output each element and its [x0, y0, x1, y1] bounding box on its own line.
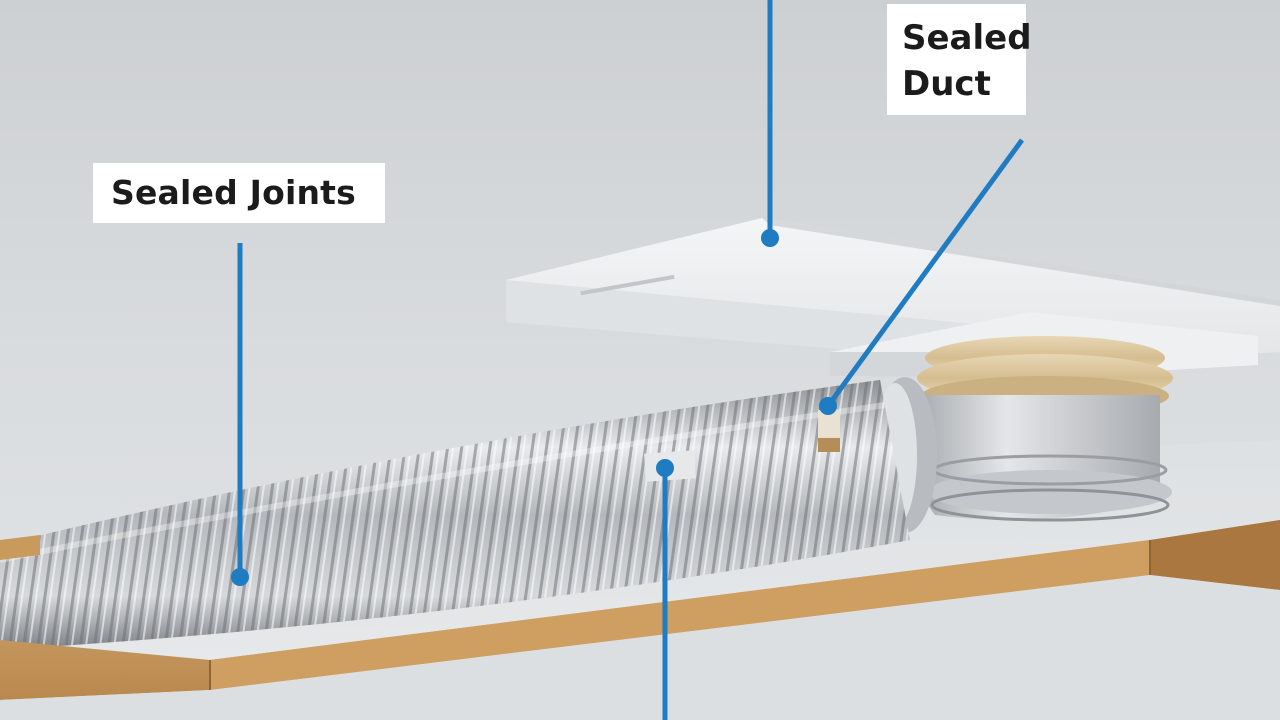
sealed-joints-label: Sealed Joints	[93, 163, 385, 223]
callout-dot-top	[761, 229, 779, 247]
sealed-duct-text-line1: Sealed	[902, 18, 1032, 58]
sealed-duct-text-line2: Duct	[902, 64, 991, 104]
sealed-joints-text: Sealed Joints	[111, 173, 356, 212]
callout-line-sealed-duct	[825, 138, 1025, 408]
callout-dot-sealed-joints	[231, 568, 249, 586]
sealed-duct-label: Sealed Duct	[887, 4, 1032, 115]
callout-dot-bottom	[656, 459, 674, 477]
callout-dot-sealed-duct	[819, 397, 837, 415]
